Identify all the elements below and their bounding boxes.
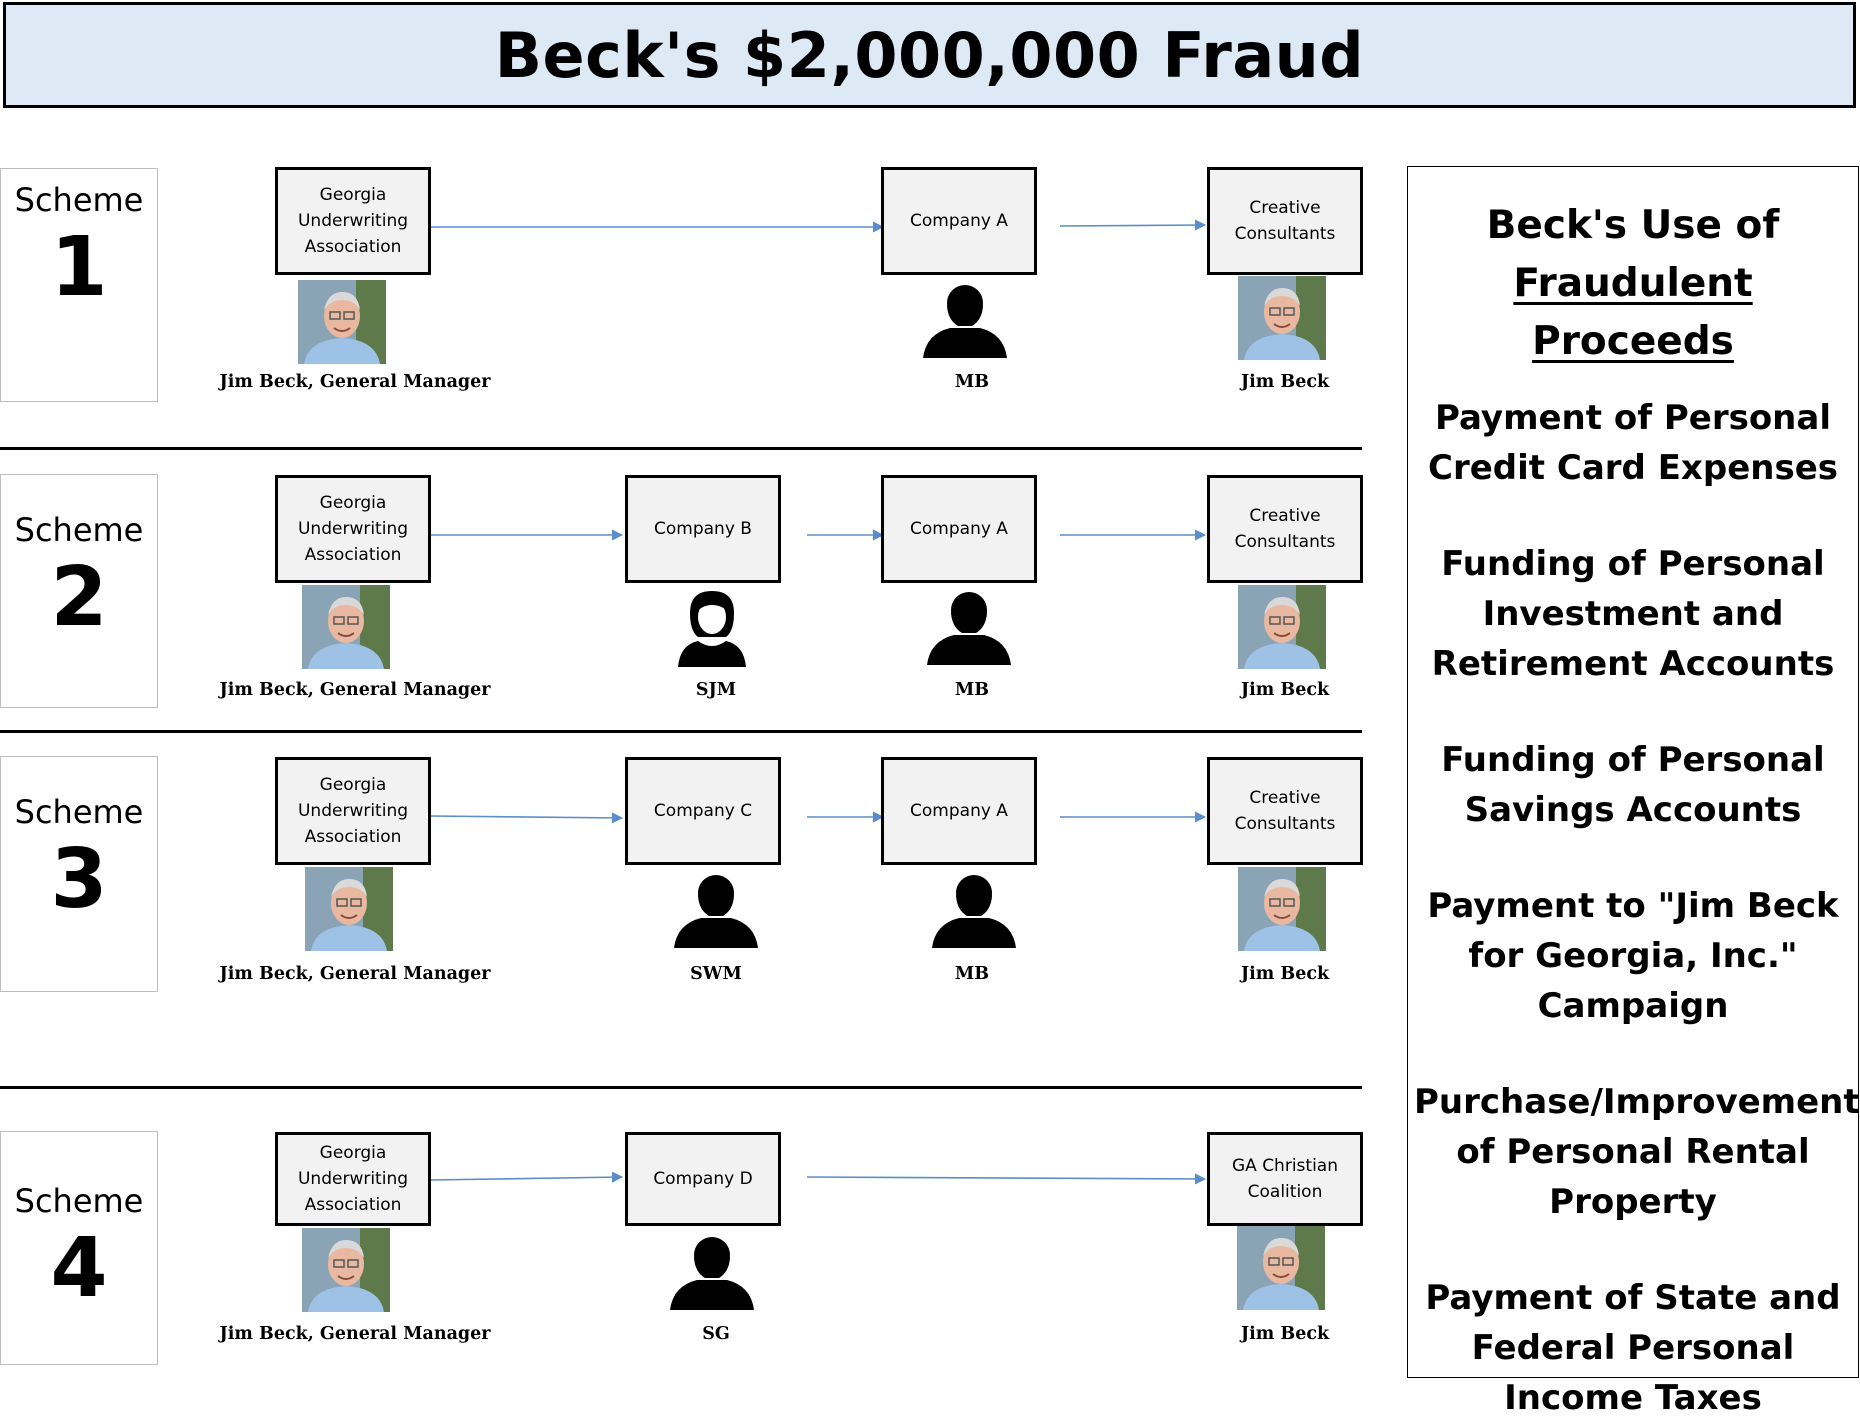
person-caption: SJM — [695, 680, 737, 700]
entity-box: Company A — [881, 475, 1037, 583]
person-photo — [1238, 276, 1326, 360]
person-caption: Jim Beck, General Manager — [219, 1324, 491, 1344]
person-caption: MB — [954, 964, 990, 984]
person-caption: Jim Beck, General Manager — [219, 964, 491, 984]
diagram-title-bar: Beck's $2,000,000 Fraud — [3, 2, 1856, 108]
proceeds-panel: Beck's Use of Fraudulent Proceeds Paymen… — [1407, 166, 1860, 1418]
proceeds-title: Beck's Use of Fraudulent Proceeds — [1408, 197, 1858, 371]
proceeds-title-line2: Fraudulent Proceeds — [1513, 261, 1753, 364]
person-caption: Jim Beck, General Manager — [219, 680, 491, 700]
scheme-4-label: Scheme 4 — [0, 1131, 158, 1365]
person-photo — [1237, 1226, 1325, 1310]
male-silhouette-icon — [667, 1230, 757, 1310]
entity-box: Georgia Underwriting Association — [275, 757, 431, 865]
scheme-number: 4 — [50, 1221, 108, 1316]
male-silhouette-icon — [924, 585, 1014, 665]
person-caption: Jim Beck — [1240, 680, 1330, 700]
person-caption: SG — [702, 1324, 730, 1344]
person-photo — [302, 585, 390, 669]
person-caption: Jim Beck — [1240, 1324, 1330, 1344]
person-photo — [1238, 585, 1326, 669]
entity-box: Georgia Underwriting Association — [275, 1132, 431, 1226]
flow-arrow — [1059, 219, 1207, 231]
proceeds-item: Payment of State and Federal Personal In… — [1425, 1278, 1841, 1418]
scheme-separator — [0, 730, 1362, 733]
entity-box: Creative Consultants — [1207, 475, 1363, 583]
scheme-word: Scheme — [14, 793, 144, 831]
person-caption: Jim Beck — [1240, 372, 1330, 392]
entity-box: Creative Consultants — [1207, 167, 1363, 275]
scheme-2-label: Scheme 2 — [0, 474, 158, 708]
person-caption: MB — [954, 680, 990, 700]
male-silhouette-icon — [920, 278, 1010, 358]
person-photo — [302, 1228, 390, 1312]
scheme-separator — [0, 1086, 1362, 1089]
person-caption: Jim Beck, General Manager — [219, 372, 491, 392]
proceeds-item: Funding of Personal Investment and Retir… — [1431, 544, 1835, 684]
entity-box: Georgia Underwriting Association — [275, 167, 431, 275]
entity-box: Creative Consultants — [1207, 757, 1363, 865]
flow-arrow — [429, 812, 624, 824]
entity-box: Company C — [625, 757, 781, 865]
scheme-word: Scheme — [14, 1182, 144, 1220]
proceeds-item: Purchase/Improvement of Personal Rental … — [1414, 1082, 1860, 1222]
person-photo — [1238, 867, 1326, 951]
entity-box: GA Christian Coalition — [1207, 1132, 1363, 1226]
female-silhouette-icon — [672, 587, 752, 667]
flow-arrow — [429, 1171, 624, 1183]
proceeds-title-line1: Beck's Use of — [1486, 203, 1780, 248]
entity-box: Company A — [881, 167, 1037, 275]
entity-box: Georgia Underwriting Association — [275, 475, 431, 583]
entity-box: Company D — [625, 1132, 781, 1226]
person-photo — [305, 867, 393, 951]
flow-arrow — [806, 1173, 1207, 1185]
entity-box: Company B — [625, 475, 781, 583]
person-photo — [298, 280, 386, 364]
person-caption: SWM — [690, 964, 742, 984]
scheme-1-label: Scheme 1 — [0, 168, 158, 402]
proceeds-item: Payment of Personal Credit Card Expenses — [1428, 398, 1838, 488]
scheme-3-label: Scheme 3 — [0, 756, 158, 992]
scheme-separator — [0, 447, 1362, 450]
person-caption: Jim Beck — [1240, 964, 1330, 984]
scheme-number: 1 — [50, 220, 108, 315]
scheme-number: 2 — [50, 550, 108, 645]
scheme-word: Scheme — [14, 511, 144, 549]
diagram-title: Beck's $2,000,000 Fraud — [494, 18, 1365, 92]
entity-box: Company A — [881, 757, 1037, 865]
male-silhouette-icon — [671, 868, 761, 948]
proceeds-item: Payment to "Jim Beck for Georgia, Inc." … — [1427, 886, 1839, 1026]
scheme-word: Scheme — [14, 181, 144, 219]
scheme-number: 3 — [50, 832, 108, 927]
proceeds-item: Funding of Personal Savings Accounts — [1441, 740, 1825, 830]
male-silhouette-icon — [929, 868, 1019, 948]
person-caption: MB — [954, 372, 990, 392]
